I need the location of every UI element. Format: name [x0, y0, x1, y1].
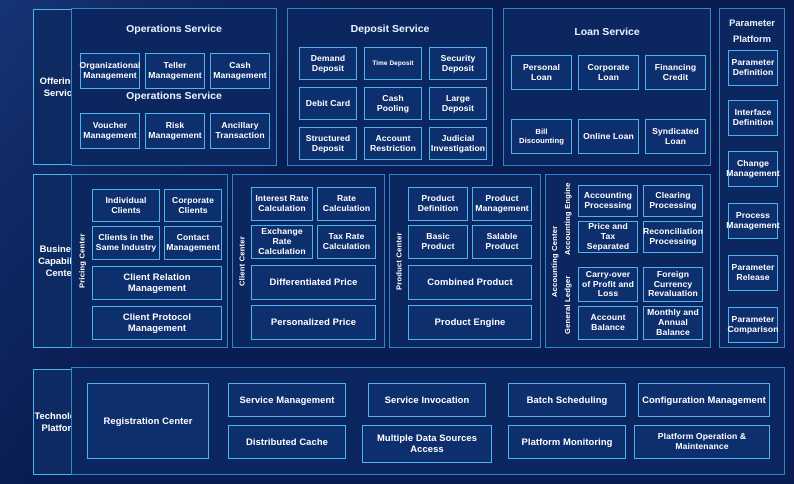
- group-accounting-center: Accounting Center Accounting Engine Gene…: [545, 174, 711, 348]
- rail-business-line2: Capability: [38, 255, 83, 267]
- box-process-management[interactable]: Process Management: [726, 203, 780, 239]
- vlabel-accounting-engine: Accounting Engine: [563, 182, 572, 256]
- box-service-management[interactable]: Service Management: [228, 383, 346, 417]
- box-time-deposit[interactable]: Time Deposit: [364, 47, 422, 80]
- box-corporate-clients[interactable]: Corporate Clients: [164, 189, 222, 222]
- box-risk-management[interactable]: Risk Management: [145, 113, 205, 149]
- box-price-and-tax-separated[interactable]: Price and Tax Separated: [578, 221, 638, 253]
- box-financing-credit[interactable]: Financing Credit: [645, 55, 706, 90]
- box-salable-product[interactable]: Salable Product: [472, 225, 532, 259]
- box-client-protocol-management[interactable]: Client Protocol Management: [92, 306, 222, 340]
- box-cash-management[interactable]: Cash Management: [210, 53, 270, 89]
- group-operations-service-subheading: Operations Service: [126, 90, 222, 102]
- box-security-deposit[interactable]: Security Deposit: [429, 47, 487, 80]
- box-monthly-and-annual-balance[interactable]: Monthly and Annual Balance: [643, 306, 703, 340]
- box-large-deposit[interactable]: Large Deposit: [429, 87, 487, 120]
- box-interface-definition[interactable]: Interface Definition: [728, 100, 778, 136]
- box-change-management[interactable]: Change Management: [726, 151, 780, 187]
- group-loan-service: Loan Service Personal Loan Corporate Loa…: [503, 8, 711, 166]
- group-deposit-service: Deposit Service Demand Deposit Time Depo…: [287, 8, 493, 166]
- group-client-center: Client Center Interest Rate Calculation …: [232, 174, 385, 348]
- box-ancillary-transaction[interactable]: Ancillary Transaction: [210, 113, 270, 149]
- vlabel-product-center: Product Center: [394, 232, 404, 290]
- box-service-invocation[interactable]: Service Invocation: [368, 383, 486, 417]
- box-corporate-loan[interactable]: Corporate Loan: [578, 55, 639, 90]
- box-multiple-data-sources-access[interactable]: Multiple Data Sources Access: [362, 425, 492, 463]
- box-differentiated-price[interactable]: Differentiated Price: [251, 265, 376, 300]
- box-structured-deposit[interactable]: Structured Deposit: [299, 127, 357, 160]
- box-teller-management[interactable]: Teller Management: [145, 53, 205, 89]
- box-account-balance[interactable]: Account Balance: [578, 306, 638, 340]
- box-demand-deposit[interactable]: Demand Deposit: [299, 47, 357, 80]
- box-batch-scheduling[interactable]: Batch Scheduling: [508, 383, 626, 417]
- box-organizational-management[interactable]: Organizational Management: [79, 53, 140, 89]
- rail-technology-line1: Technology: [34, 410, 87, 422]
- box-parameter-comparison[interactable]: Parameter Comparison: [727, 307, 778, 343]
- box-platform-monitoring[interactable]: Platform Monitoring: [508, 425, 626, 459]
- box-tax-rate-calculation[interactable]: Tax Rate Calculation: [317, 225, 376, 259]
- box-exchange-rate-calculation[interactable]: Exchange Rate Calculation: [251, 225, 313, 259]
- box-rate-calculation[interactable]: Rate Calculation: [317, 187, 376, 221]
- vlabel-client-center: Client Center: [237, 236, 247, 286]
- box-individual-clients[interactable]: Individual Clients: [92, 189, 160, 222]
- parameter-platform-heading-line1: Parameter: [729, 17, 775, 28]
- vlabel-accounting-center: Accounting Center: [550, 225, 559, 297]
- group-loan-service-heading: Loan Service: [574, 26, 640, 38]
- box-personal-loan[interactable]: Personal Loan: [511, 55, 572, 90]
- box-online-loan[interactable]: Online Loan: [578, 119, 639, 154]
- box-carry-over-of-profit-and-loss[interactable]: Carry-over of Profit and Loss: [578, 267, 638, 302]
- box-account-restriction[interactable]: Account Restriction: [364, 127, 422, 160]
- box-parameter-definition[interactable]: Parameter Definition: [728, 50, 778, 86]
- group-pricing-center: Pricing Center Individual Clients Corpor…: [71, 174, 228, 348]
- box-contact-management[interactable]: Contact Management: [164, 226, 222, 260]
- box-foreign-currency-revaluation[interactable]: Foreign Currency Revaluation: [643, 267, 703, 302]
- box-configuration-management[interactable]: Configuration Management: [638, 383, 770, 417]
- parameter-platform-heading-line2: Platform: [732, 33, 772, 44]
- box-judicial-investigation[interactable]: Judicial Investigation: [429, 127, 487, 160]
- vlabel-general-ledger: General Ledger: [563, 275, 572, 335]
- box-parameter-release[interactable]: Parameter Release: [728, 255, 778, 291]
- box-clients-same-industry[interactable]: Clients in the Same Industry: [92, 226, 160, 260]
- group-technology-platform: Registration Center Service Management S…: [71, 367, 785, 475]
- box-basic-product[interactable]: Basic Product: [408, 225, 468, 259]
- box-clearing-processing[interactable]: Clearing Processing: [643, 185, 703, 217]
- box-accounting-processing[interactable]: Accounting Processing: [578, 185, 638, 217]
- box-bill-discounting[interactable]: Bill Discounting: [511, 119, 572, 154]
- box-product-management[interactable]: Product Management: [472, 187, 532, 221]
- rail-technology-line2: Platform: [41, 422, 80, 433]
- box-product-engine[interactable]: Product Engine: [408, 305, 532, 340]
- box-voucher-management[interactable]: Voucher Management: [80, 113, 140, 149]
- box-registration-center[interactable]: Registration Center: [87, 383, 209, 459]
- group-operations-service-heading: Operations Service: [126, 23, 222, 35]
- group-parameter-platform: Parameter Platform Parameter Definition …: [719, 8, 785, 348]
- group-product-center: Product Center Product Definition Produc…: [389, 174, 541, 348]
- box-combined-product[interactable]: Combined Product: [408, 265, 532, 300]
- vlabel-pricing-center: Pricing Center: [77, 233, 87, 289]
- rail-business-line3: Center: [45, 266, 76, 278]
- rail-offerings-line2: Service: [43, 87, 78, 98]
- group-deposit-service-heading: Deposit Service: [350, 23, 430, 35]
- box-debit-card[interactable]: Debit Card: [299, 87, 357, 120]
- box-cash-pooling[interactable]: Cash Pooling: [364, 87, 422, 120]
- group-operations-service: Operations Service Operations Service Or…: [71, 8, 277, 166]
- box-platform-operation-maintenance[interactable]: Platform Operation & Maintenance: [634, 425, 770, 459]
- rail-business-line1: Business: [39, 243, 82, 255]
- rail-offerings-line1: Offerings: [39, 75, 82, 87]
- box-product-definition[interactable]: Product Definition: [408, 187, 468, 221]
- box-syndicated-loan[interactable]: Syndicated Loan: [645, 119, 706, 154]
- box-interest-rate-calculation[interactable]: Interest Rate Calculation: [251, 187, 313, 221]
- box-client-relation-management[interactable]: Client Relation Management: [92, 266, 222, 300]
- box-reconciliation-processing[interactable]: Reconciliation Processing: [643, 221, 703, 253]
- box-distributed-cache[interactable]: Distributed Cache: [228, 425, 346, 459]
- box-personalized-price[interactable]: Personalized Price: [251, 305, 376, 340]
